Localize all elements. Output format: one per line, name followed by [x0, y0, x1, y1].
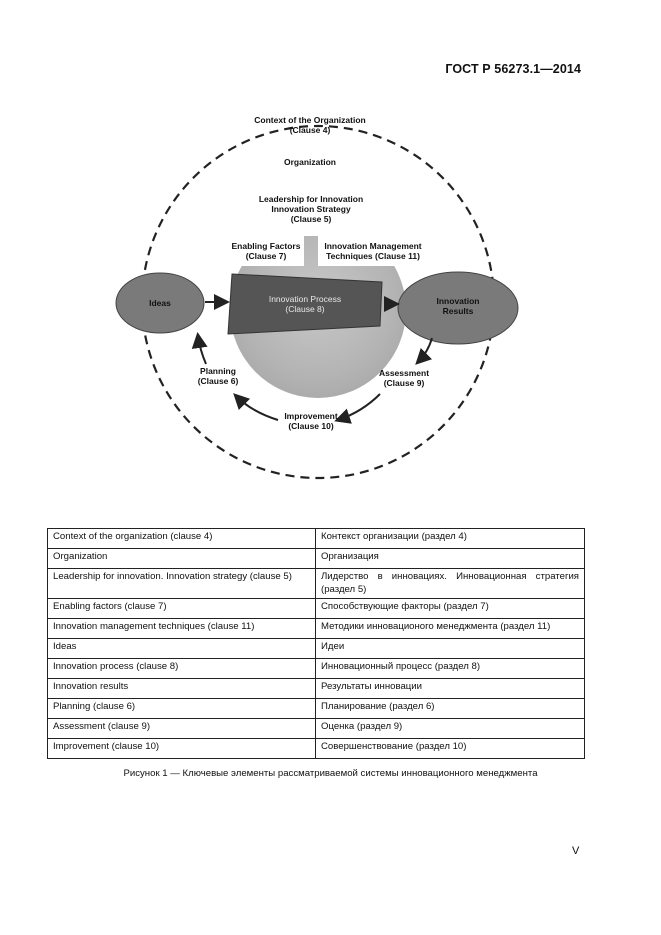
improvement-title: Improvement — [284, 411, 338, 421]
innovation-system-diagram: Context of the Organization (Clause 4) O… — [115, 115, 519, 480]
results-line1: Innovation — [436, 296, 480, 306]
arrow-improvement-to-planning — [233, 393, 279, 421]
cell-ru: Идеи — [315, 638, 585, 659]
ideas-label: Ideas — [149, 298, 171, 308]
context-title: Context of the Organization — [254, 115, 366, 125]
techniques-line2: Techniques (Clause 11) — [326, 251, 420, 261]
assessment-title: Assessment — [378, 368, 430, 378]
cell-ru: Контекст организации (раздел 4) — [315, 528, 585, 549]
cell-en: Innovation process (clause 8) — [47, 658, 316, 679]
table-row: Leadership for innovation. Innovation st… — [47, 568, 585, 599]
improvement-clause: (Clause 10) — [288, 421, 334, 431]
cell-en: Improvement (clause 10) — [47, 738, 316, 759]
table-row: Context of the organization (clause 4)Ко… — [47, 528, 585, 549]
cell-en: Enabling factors (clause 7) — [47, 598, 316, 619]
cell-ru: Организация — [315, 548, 585, 569]
legend-body: Context of the organization (clause 4)Ко… — [47, 528, 585, 759]
planning-clause: (Clause 6) — [197, 376, 239, 386]
cell-en: Assessment (clause 9) — [47, 718, 316, 739]
arrow-results-to-assessment — [415, 337, 433, 365]
cell-en: Leadership for innovation. Innovation st… — [47, 568, 316, 599]
cell-en: Context of the organization (clause 4) — [47, 528, 316, 549]
enabling-title: Enabling Factors — [231, 241, 301, 251]
cell-ru: Способствующие факторы (раздел 7) — [315, 598, 585, 619]
planning-label: Planning (Clause 6) — [188, 366, 248, 386]
cell-en: Organization — [47, 548, 316, 569]
cell-ru: Оценка (раздел 9) — [315, 718, 585, 739]
planning-title: Planning — [200, 366, 236, 376]
process-title: Innovation Process — [268, 294, 342, 304]
leadership-label: Leadership for Innovation Innovation Str… — [240, 194, 382, 224]
techniques-panel — [318, 236, 426, 266]
assessment-label: Assessment (Clause 9) — [372, 368, 436, 388]
table-row: Enabling factors (clause 7)Способствующи… — [47, 598, 585, 619]
cell-ru: Планирование (раздел 6) — [315, 698, 585, 719]
cell-en: Innovation management techniques (clause… — [47, 618, 316, 639]
arrow-planning-to-ideas — [191, 332, 208, 365]
arrow-assessment-to-improvement — [334, 393, 381, 424]
cell-en: Ideas — [47, 638, 316, 659]
diagram-graphics — [115, 124, 519, 480]
cell-ru: Совершенствование (раздел 10) — [315, 738, 585, 759]
leadership-clause: (Clause 5) — [290, 214, 332, 224]
table-row: Assessment (clause 9)Оценка (раздел 9) — [47, 718, 585, 739]
techniques-title: Innovation Management — [324, 241, 422, 251]
enabling-clause: (Clause 7) — [245, 251, 287, 261]
organization-label: Organization — [284, 157, 336, 167]
leadership-line2: Innovation Strategy — [271, 204, 351, 214]
cell-ru: Результаты инновации — [315, 678, 585, 699]
standard-code: ГОСТ Р 56273.1—2014 — [445, 62, 581, 76]
cell-ru: Методики инновационого менеджмента (разд… — [315, 618, 585, 639]
innovation-process-block — [227, 273, 383, 335]
cell-en: Innovation results — [47, 678, 316, 699]
results-line2: Results — [442, 306, 474, 316]
leadership-panel — [228, 188, 406, 236]
assessment-clause: (Clause 9) — [383, 378, 425, 388]
context-label: Context of the Organization (Clause 4) — [250, 115, 370, 135]
process-clause: (Clause 8) — [285, 304, 325, 314]
process-label: Innovation Process (Clause 8) — [250, 294, 360, 314]
table-row: Innovation process (clause 8)Инновационн… — [47, 658, 585, 679]
leadership-line1: Leadership for Innovation — [258, 194, 364, 204]
cell-ru: Лидерство в инновациях. Инновационная ст… — [315, 568, 585, 599]
table-row: Planning (clause 6)Планирование (раздел … — [47, 698, 585, 719]
context-clause: (Clause 4) — [289, 125, 331, 135]
cell-en: Planning (clause 6) — [47, 698, 316, 719]
page-number: V — [572, 845, 580, 857]
ideas-ellipse — [115, 272, 205, 334]
improvement-label: Improvement (Clause 10) — [276, 411, 346, 431]
enabling-label: Enabling Factors (Clause 7) — [224, 241, 308, 261]
cell-ru: Инновационный процесс (раздел 8) — [315, 658, 585, 679]
table-row: Innovation management techniques (clause… — [47, 618, 585, 639]
figure-caption: Рисунок 1 — Ключевые элементы рассматрив… — [123, 768, 538, 779]
enabling-panel — [220, 236, 304, 266]
techniques-label: Innovation Management Techniques (Clause… — [318, 241, 428, 261]
results-label: Innovation Results — [418, 296, 498, 316]
table-row: Improvement (clause 10)Совершенствование… — [47, 738, 585, 759]
legend-table: Context of the organization (clause 4)Ко… — [47, 528, 585, 759]
